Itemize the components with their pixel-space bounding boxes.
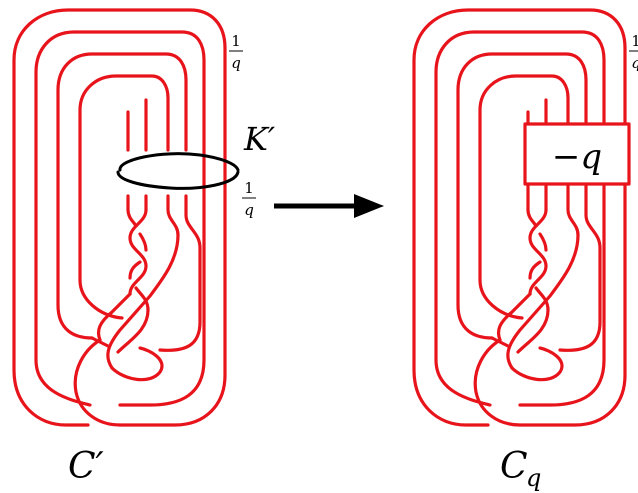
left-twist-strand-2d — [134, 286, 150, 312]
left-knot-label: C′ — [68, 446, 104, 487]
twist-box-label: −q — [552, 137, 602, 177]
left-knot-strand-outer — [12, 8, 227, 427]
right-knot-label-subscript: q — [526, 464, 541, 492]
right-knot-diagram — [412, 8, 631, 427]
transformation-arrow — [274, 194, 384, 218]
left-twist-strand-2a — [126, 208, 138, 228]
right-knot-strand-inner-lower — [566, 182, 580, 237]
right-knot-label-main: C — [500, 446, 528, 487]
right-twist-strand-2a — [526, 208, 538, 228]
right-bottom-loop — [473, 338, 522, 427]
left-side-coefficient-denominator: q — [244, 201, 254, 219]
left-lower-diagonal-2 — [106, 233, 180, 370]
arrow-head — [354, 194, 384, 218]
right-twist-strand-2b — [538, 232, 548, 252]
left-knot-strand-inner-lower — [166, 194, 180, 237]
right-top-coefficient-denominator: q — [631, 54, 638, 72]
right-bottom-loop-inner — [490, 336, 510, 348]
right-knot-strand-inner — [478, 74, 570, 320]
left-top-coefficient-numerator: 1 — [231, 32, 241, 50]
surgery-curve — [116, 152, 240, 190]
right-knot-strand-outer — [412, 8, 627, 427]
right-knot-strand-second-lower — [518, 182, 606, 407]
right-lower-diagonal-2 — [506, 233, 580, 370]
surgery-curve-label: K′ — [243, 120, 276, 158]
left-twist-strand-2b — [138, 232, 148, 252]
right-twist-strand-1 — [528, 208, 548, 296]
left-side-coefficient-numerator: 1 — [244, 179, 254, 197]
twist-box — [523, 122, 631, 186]
left-knot-strand-inner — [78, 74, 170, 320]
left-twist-strand-1 — [128, 208, 148, 296]
right-top-coefficient-numerator: 1 — [631, 32, 638, 50]
surgery-curve-back — [118, 152, 240, 172]
left-lower-diagonal-3 — [116, 308, 150, 354]
right-twist-strand-2d — [534, 286, 550, 312]
right-knot-strand-third — [456, 52, 588, 340]
right-knot-strand-third-lower — [558, 182, 602, 352]
right-twist-strand-2c — [528, 260, 542, 280]
left-knot-strand-third-lower — [158, 194, 202, 352]
left-knot-strand-third — [56, 52, 188, 340]
left-top-coefficient-denominator: q — [231, 54, 241, 72]
left-bottom-loop-inner — [90, 336, 110, 348]
left-knot-diagram — [12, 8, 227, 427]
right-lower-diagonal-1 — [496, 292, 532, 342]
right-lower-diagonal-3 — [516, 308, 550, 354]
left-bottom-loop — [73, 338, 122, 427]
left-knot-strand-second — [34, 30, 206, 407]
left-twist-strand-2c — [128, 260, 142, 280]
left-bottom-loop-cross — [110, 346, 164, 382]
surgery-curve-front — [116, 170, 240, 190]
left-lower-diagonal-1 — [96, 292, 132, 342]
right-knot-strand-second — [434, 30, 606, 407]
right-bottom-loop-cross — [510, 346, 564, 382]
